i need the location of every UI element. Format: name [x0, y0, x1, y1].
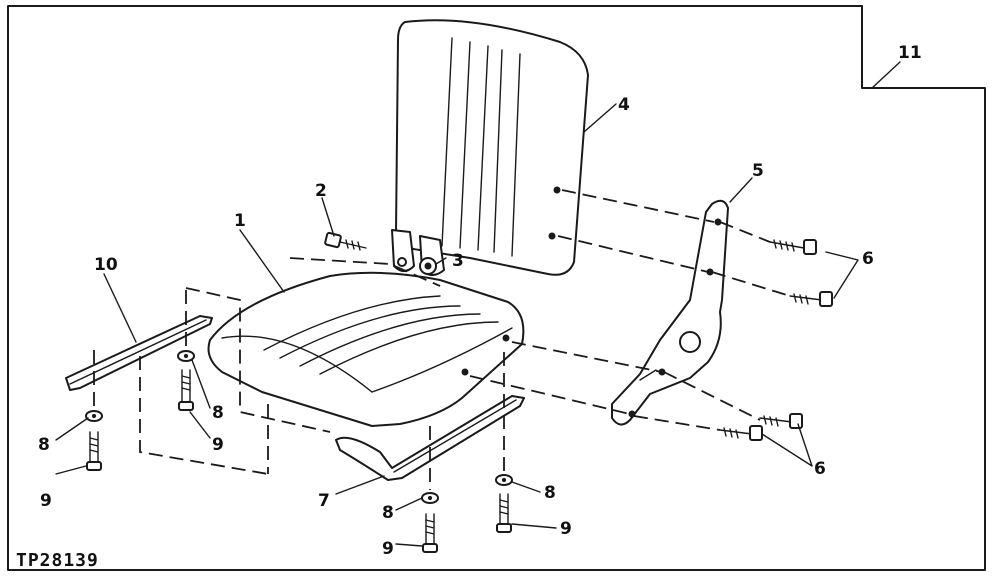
- bolt-6-upper: [769, 239, 817, 255]
- slide-rail-right: [335, 395, 525, 481]
- callout-9-c: 9: [382, 539, 394, 559]
- callout-8-c: 8: [382, 503, 394, 523]
- callout-1: 1: [234, 211, 246, 231]
- callout-5: 5: [752, 161, 764, 181]
- callout-8-d: 8: [544, 483, 556, 503]
- bolt-9-c: [422, 513, 438, 553]
- callout-8-b: 8: [38, 435, 50, 455]
- slide-rail-left: [65, 315, 213, 391]
- callout-9-a: 9: [212, 435, 224, 455]
- callout-9-d: 9: [560, 519, 572, 539]
- bolt-6-rear-lower: [719, 425, 763, 441]
- callout-8-a: 8: [212, 403, 224, 423]
- callout-6-lower: 6: [814, 459, 826, 479]
- seat-cushion: [207, 271, 525, 427]
- callout-2: 2: [315, 181, 327, 201]
- washer-8-c: [421, 492, 439, 504]
- bolt-6-lower: [789, 291, 833, 307]
- leader-lines: [55, 61, 901, 547]
- bolt-6-rear-upper: [759, 413, 803, 429]
- washer-8-b: [85, 410, 103, 422]
- callout-9-b: 9: [40, 491, 52, 511]
- callout-10: 10: [94, 255, 118, 275]
- bolt-9-a: [178, 369, 194, 411]
- alignment-lines: [93, 189, 791, 490]
- side-bracket: [611, 199, 729, 426]
- callout-4: 4: [618, 95, 630, 115]
- nut-3: [419, 257, 437, 275]
- bolt-9-b: [86, 431, 102, 471]
- washer-8-a: [177, 350, 195, 362]
- reference-code: TP28139: [16, 550, 99, 571]
- callout-11: 11: [898, 43, 922, 63]
- frame-outline: [7, 5, 986, 571]
- bolt-9-d: [496, 493, 512, 533]
- washer-8-d: [495, 474, 513, 486]
- callout-3: 3: [452, 251, 464, 271]
- callout-6-upper: 6: [862, 249, 874, 269]
- bolt-2: [324, 231, 367, 251]
- callout-7: 7: [318, 491, 330, 511]
